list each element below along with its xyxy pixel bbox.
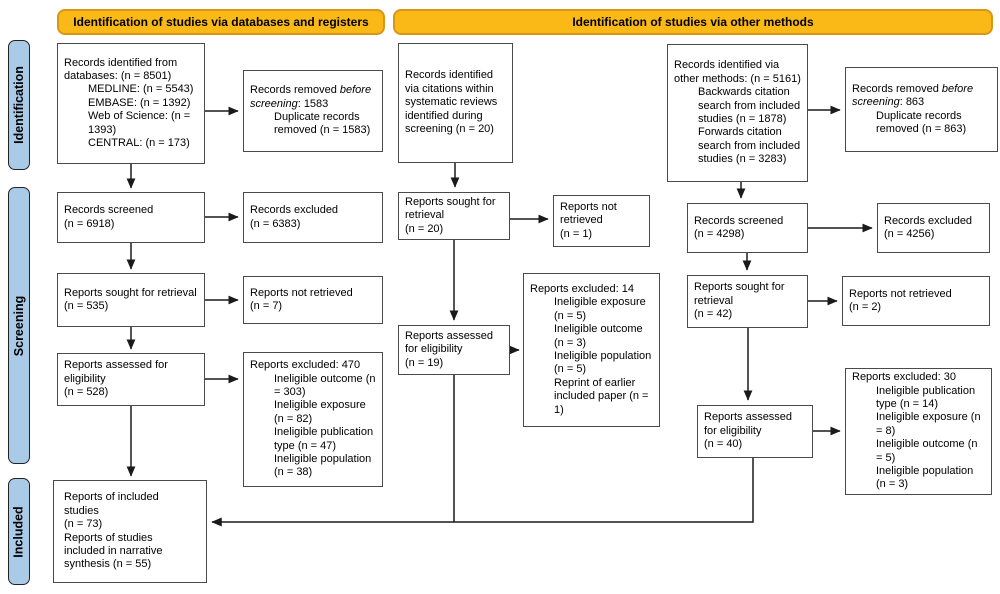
box-line: (n = 40) xyxy=(704,438,743,451)
box-line: Reports of included studies xyxy=(64,491,159,517)
box-line: Ineligible outcome (n = 5) xyxy=(876,438,978,464)
box-reports-not-retrieved-databases: Reports not retrieved (n = 7) xyxy=(243,276,383,324)
stage-included: Included xyxy=(8,478,30,585)
box-line: Records identified via citations within … xyxy=(405,69,498,136)
box-line: Reports not retrieved xyxy=(560,200,617,227)
box-line: CENTRAL: (n = 173) xyxy=(88,137,190,150)
box-records-removed-other: Records removed before screening: 863 Du… xyxy=(845,67,998,152)
box-line: Reports excluded: 30 xyxy=(852,371,956,384)
box-line: Reports not retrieved xyxy=(849,287,952,300)
box-line: Reports assessed for eligibility xyxy=(405,329,494,356)
box-line: Reports assessed for eligibility xyxy=(704,411,793,437)
box-line: Reports assessed for eligibility xyxy=(64,359,168,385)
box-line: (n = 20) xyxy=(405,222,444,235)
box-records-excluded-other: Records excluded (n = 4256) xyxy=(877,203,990,253)
box-line: Ineligible population (n = 3) xyxy=(876,465,974,491)
box-line: Records excluded xyxy=(884,214,973,227)
box-records-identified-databases: Records identified from databases: (n = … xyxy=(57,43,205,164)
box-line: Records identified via other methods: (n… xyxy=(674,59,801,85)
header-label: Identification of studies via other meth… xyxy=(572,15,814,29)
box-line: Ineligible publication type (n = 47) xyxy=(274,426,374,452)
box-reports-excluded-databases: Reports excluded: 470 Ineligible outcome… xyxy=(243,352,383,487)
box-line: Ineligible exposure (n = 5) xyxy=(554,296,646,322)
box-line: (n = 6918) xyxy=(64,217,115,230)
box-line: Reports excluded: 470 xyxy=(250,359,361,372)
stage-identification: Identification xyxy=(8,40,30,170)
box-line: Records removed before screening: 1583 xyxy=(250,84,372,110)
box-reports-excluded-citations: Reports excluded: 14 Ineligible exposure… xyxy=(523,273,660,427)
box-line: Ineligible exposure (n = 82) xyxy=(274,399,366,425)
box-line: Ineligible exposure (n = 8) xyxy=(876,411,981,437)
box-line: (n = 1) xyxy=(560,227,593,240)
box-line: (n = 4256) xyxy=(884,228,935,240)
box-line: Ineligible outcome (n = 303) xyxy=(274,372,376,398)
box-line: Records screened xyxy=(694,214,784,227)
box-line: Backwards citation search from included … xyxy=(698,86,801,125)
box-line: Forwards citation search from included s… xyxy=(698,126,801,166)
box-line: (n = 42) xyxy=(694,308,733,321)
box-line: Ineligible outcome (n = 3) xyxy=(554,323,643,349)
box-reports-assessed-citations: Reports assessed for eligibility (n = 19… xyxy=(398,325,510,375)
box-line: EMBASE: (n = 1392) xyxy=(88,96,191,109)
box-line: Reports excluded: 14 xyxy=(530,282,634,295)
box-reports-assessed-databases: Reports assessed for eligibility (n = 52… xyxy=(57,353,205,406)
box-line: Ineligible population (n = 38) xyxy=(274,453,372,479)
box-reports-excluded-other: Reports excluded: 30 Ineligible publicat… xyxy=(845,368,992,495)
box-line: Duplicate records removed (n = 1583) xyxy=(274,111,371,137)
box-line: MEDLINE: (n = 5543) xyxy=(88,83,194,96)
header-databases-registers: Identification of studies via databases … xyxy=(57,9,385,35)
box-line: Duplicate records removed (n = 863) xyxy=(876,109,967,135)
box-line: Reprint of earlier included paper (n = 1… xyxy=(554,376,649,416)
box-line: Reports sought for retrieval xyxy=(64,286,197,299)
box-line: (n = 535) xyxy=(64,300,109,312)
box-reports-not-retrieved-other: Reports not retrieved (n = 2) xyxy=(842,276,990,326)
box-reports-assessed-other: Reports assessed for eligibility (n = 40… xyxy=(697,405,813,458)
box-line: (n = 4298) xyxy=(694,228,745,240)
box-line: Ineligible population (n = 5) xyxy=(554,350,652,376)
box-line: Reports sought for retrieval xyxy=(694,281,785,307)
box-reports-sought-citations: Reports sought for retrieval (n = 20) xyxy=(398,192,510,240)
box-line: Web of Science: (n = 1393) xyxy=(88,110,191,136)
box-records-identified-other: Records identified via other methods: (n… xyxy=(667,44,808,182)
header-label: Identification of studies via databases … xyxy=(73,15,369,29)
box-line: Records excluded xyxy=(250,204,339,217)
box-line: (n = 73) xyxy=(64,518,103,531)
box-line: Reports of studies included in narrative… xyxy=(64,531,163,571)
box-reports-sought-other: Reports sought for retrieval (n = 42) xyxy=(687,275,808,328)
box-line: (n = 2) xyxy=(849,301,882,313)
box-reports-sought-databases: Reports sought for retrieval (n = 535) xyxy=(57,273,205,327)
box-reports-included: Reports of included studies (n = 73) Rep… xyxy=(53,480,207,583)
box-records-screened-other: Records screened (n = 4298) xyxy=(687,203,808,253)
box-line: Ineligible publication type (n = 14) xyxy=(876,384,976,410)
box-line: Reports sought for retrieval xyxy=(405,195,496,222)
box-reports-not-retrieved-citations: Reports not retrieved (n = 1) xyxy=(553,195,650,247)
header-other-methods: Identification of studies via other meth… xyxy=(393,9,993,35)
box-records-excluded-databases: Records excluded (n = 6383) xyxy=(243,192,383,243)
stage-screening: Screening xyxy=(8,187,30,464)
box-line: (n = 528) xyxy=(64,386,109,399)
box-line: Records screened xyxy=(64,204,154,217)
box-line: (n = 6383) xyxy=(250,217,301,230)
box-line: Records identified from databases: (n = … xyxy=(64,56,178,82)
box-records-screened-databases: Records screened (n = 6918) xyxy=(57,192,205,243)
box-line: (n = 19) xyxy=(405,356,444,369)
box-records-identified-citations: Records identified via citations within … xyxy=(398,43,513,163)
box-records-removed-databases: Records removed before screening: 1583 D… xyxy=(243,70,383,152)
box-line: Records removed before screening: 863 xyxy=(852,82,974,109)
box-line: Reports not retrieved xyxy=(250,286,353,299)
box-line: (n = 7) xyxy=(250,300,283,312)
